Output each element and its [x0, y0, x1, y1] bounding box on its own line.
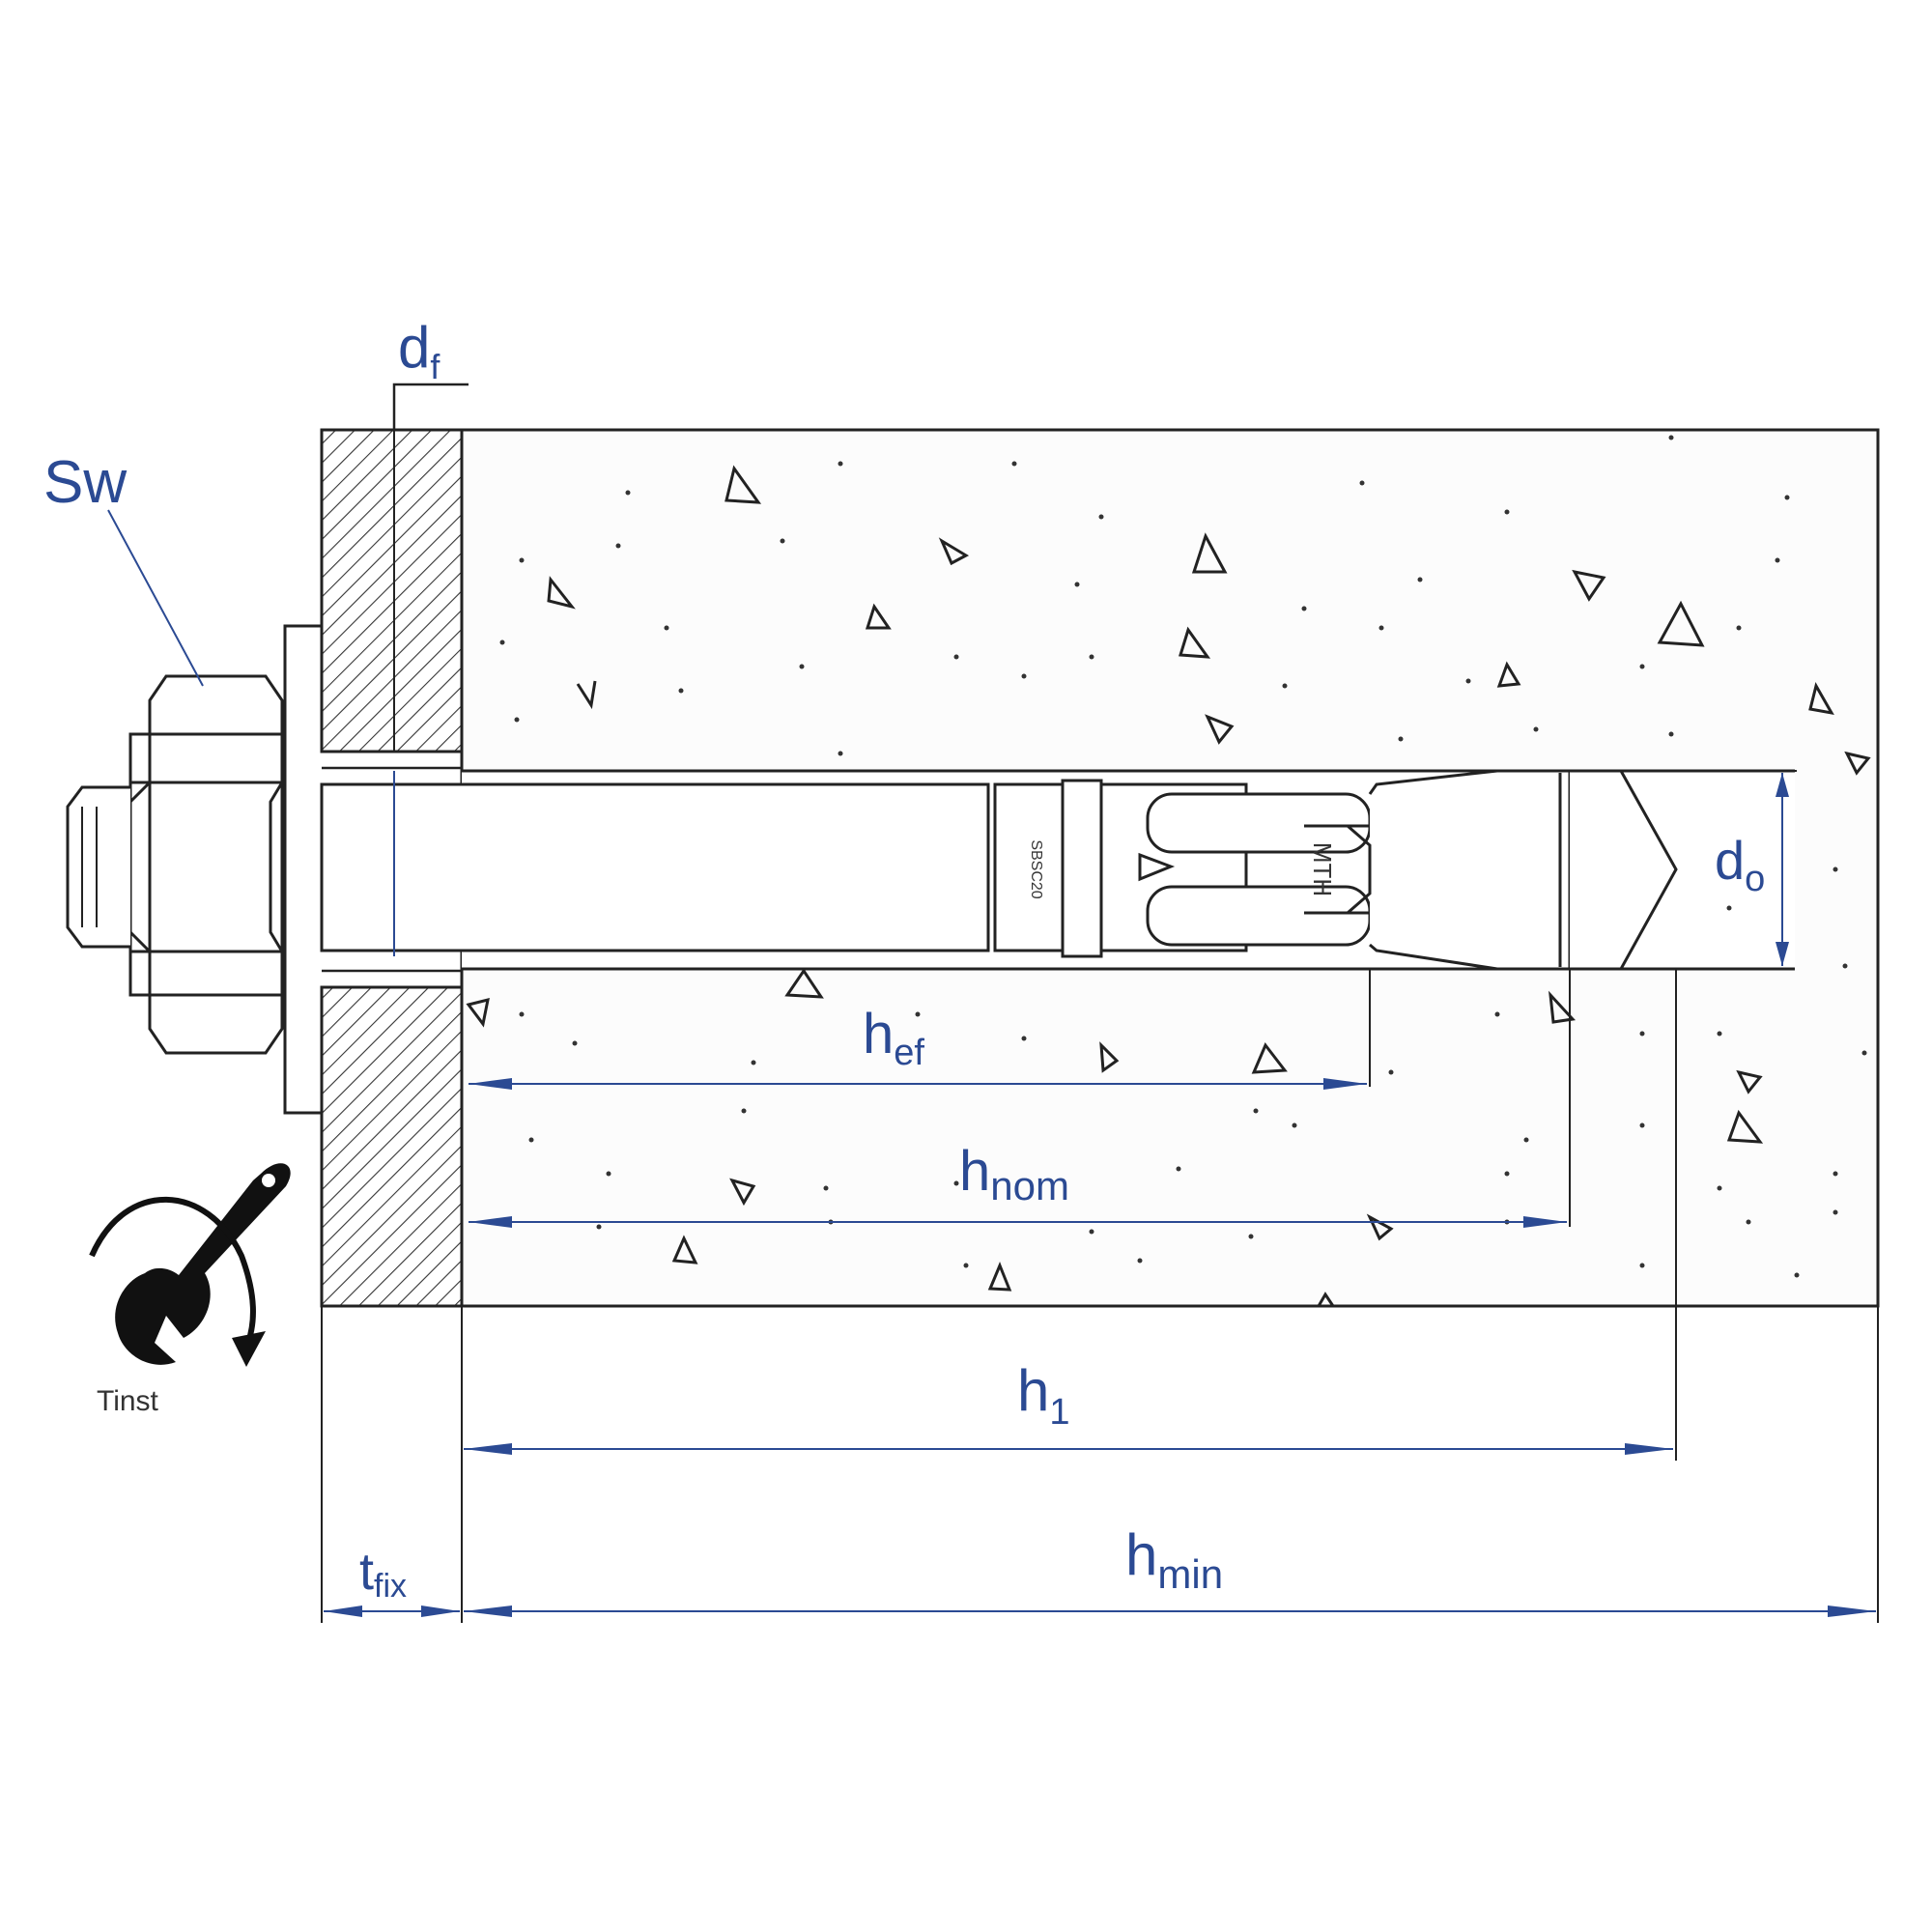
- hex-nut: [128, 674, 284, 1055]
- hef-dimension: [469, 969, 1371, 1090]
- hnom-label: hnom: [959, 1140, 1069, 1208]
- anchor-shank: [320, 782, 990, 952]
- tfix-label-sub: fix: [374, 1568, 407, 1605]
- d0-label-main: d: [1715, 830, 1745, 891]
- h1-label-main: h: [1017, 1358, 1049, 1423]
- tfix-label: tfix: [359, 1543, 407, 1605]
- df-dimension: [392, 383, 469, 956]
- d0-label: do: [1715, 830, 1765, 899]
- sw-label: Sw: [43, 449, 127, 516]
- rotation-arrow-icon: [89, 1196, 266, 1367]
- sw-leader-line: [107, 509, 204, 687]
- h1-label: h1: [1017, 1358, 1070, 1433]
- hef-label-main: h: [863, 1003, 894, 1065]
- hmin-label: hmin: [1125, 1522, 1223, 1597]
- tfix-dimension: [324, 1605, 460, 1617]
- tfix-label-main: t: [359, 1543, 374, 1601]
- washer: [283, 624, 322, 1115]
- df-label: df: [398, 315, 440, 386]
- hnom-dimension: [469, 969, 1571, 1228]
- d0-dimension: [1776, 770, 1797, 966]
- wrench-icon: [115, 1163, 291, 1365]
- concrete-dots: [499, 435, 1867, 1278]
- d0-label-sub: o: [1745, 859, 1765, 899]
- hmin-label-main: h: [1125, 1522, 1157, 1587]
- hnom-label-sub: nom: [990, 1163, 1069, 1208]
- expansion-anchor: [993, 769, 1678, 971]
- df-label-main: d: [398, 315, 430, 380]
- h1-dimension: [461, 969, 1677, 1461]
- hmin-label-sub: min: [1157, 1551, 1223, 1597]
- sleeve-marking: MTH: [1308, 842, 1337, 896]
- hef-label-sub: ef: [894, 1033, 924, 1073]
- df-label-sub: f: [430, 347, 440, 386]
- bolt-end: [66, 785, 130, 949]
- collar-marking: SBSC20: [1028, 839, 1044, 898]
- hnom-label-main: h: [959, 1140, 990, 1203]
- torque-label: Tinst: [97, 1385, 159, 1417]
- fixture-plate: [320, 428, 464, 1308]
- h1-label-sub: 1: [1049, 1392, 1069, 1433]
- hef-label: hef: [863, 1003, 924, 1073]
- hmin-dimension: [321, 1306, 1879, 1623]
